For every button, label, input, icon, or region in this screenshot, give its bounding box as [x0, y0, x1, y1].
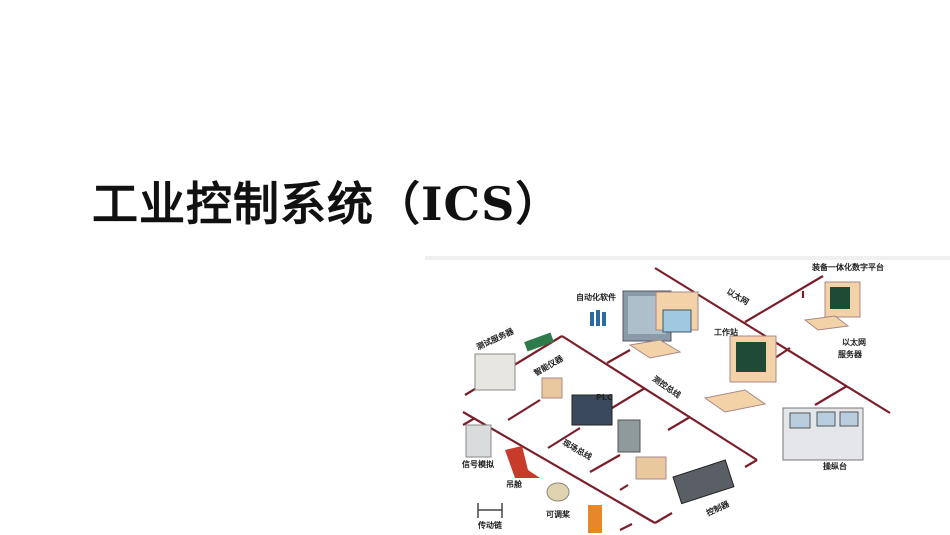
workstation-1 [622, 290, 699, 359]
console [782, 407, 864, 461]
branch-smart-instrument [507, 399, 541, 421]
network-lines [462, 267, 891, 531]
ethernet-branch-workstation [774, 347, 791, 359]
drive-chain [477, 503, 503, 518]
test-server [474, 332, 554, 391]
branch-sensor [667, 416, 691, 431]
label-automation-software: 自动化软件 [576, 292, 616, 302]
automation-software-icon [590, 310, 606, 326]
branch-signal-sim [462, 417, 476, 426]
label-pod: 吊舱 [506, 479, 523, 489]
slide-title: 工业控制系统（ICS） [92, 177, 563, 231]
label-smart-instrument: 智能仪器 [532, 353, 566, 378]
label-workstation: 工作站 [714, 327, 738, 337]
bottom-line [619, 523, 633, 531]
label-test-server: 测试服务器 [475, 325, 516, 351]
measurement-bus-end [744, 459, 758, 468]
label-console: 操纵台 [823, 461, 847, 471]
label-digital-platform: 装备一体化数字平台 [811, 262, 884, 272]
label-drive-chain: 传动链 [477, 520, 503, 530]
branch-field-camera [589, 454, 621, 473]
ethernet-server [803, 281, 861, 331]
ethernet-branch-platform [744, 275, 824, 323]
propeller [546, 482, 570, 502]
branch-field-plc [547, 427, 581, 449]
label-ethernet-server-2: 服务器 [838, 349, 863, 359]
label-ethernet-server-1: 以太网 [842, 337, 866, 347]
label-plc: PLC [596, 393, 613, 402]
branch-plc [611, 387, 646, 409]
pod [505, 446, 540, 478]
devices [465, 281, 864, 533]
plc [571, 394, 613, 426]
branch-field-controller [619, 484, 629, 491]
workstation-2 [703, 335, 777, 413]
label-ethernet: 以太网 [725, 286, 751, 307]
branch-workstation [606, 349, 631, 364]
smart-instrument [541, 377, 563, 399]
label-adjustable-propeller: 可调桨 [546, 509, 571, 519]
controller [672, 459, 735, 505]
measurement-bus [561, 335, 758, 461]
transmitter [617, 419, 641, 453]
ethernet-branch-console [814, 385, 848, 406]
camera [635, 456, 667, 480]
ics-network-diagram: 自动化软件 以太网 装备一体化数字平台 工作站 以太网 服务器 测试服务器 智能… [462, 262, 891, 533]
diagram-top-border [425, 256, 950, 260]
label-controller: 控制器 [705, 498, 732, 518]
label-field-bus: 现场总线 [561, 437, 594, 462]
robot-arm [588, 505, 602, 533]
signal-simulator [465, 424, 492, 458]
field-bus-end [654, 512, 673, 524]
label-signal-simulation: 信号模拟 [462, 459, 494, 469]
field-bus [462, 411, 656, 524]
